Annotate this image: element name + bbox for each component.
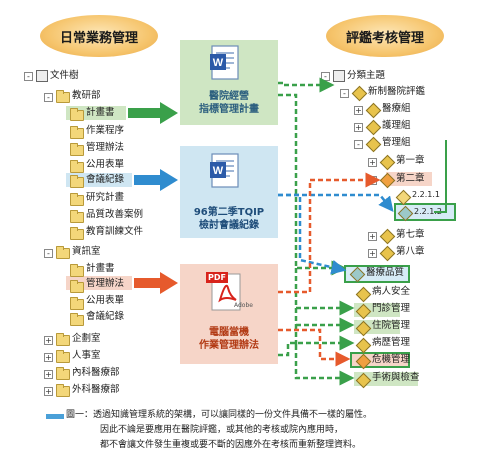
- tree-item-chapter8[interactable]: 第八章: [396, 246, 425, 257]
- green-line-2: [278, 93, 347, 276]
- pdf-doc-icon: [206, 272, 241, 311]
- green-line-5: [294, 345, 355, 386]
- tree-item-forms[interactable]: 公用表單: [86, 159, 125, 170]
- daily-management-bubble: 日常業務管理: [40, 15, 158, 57]
- tree-item-it-forms[interactable]: 公用表單: [86, 295, 125, 306]
- red-line-2: [278, 328, 351, 367]
- doc-panel-blue: W 96第二季TQIP 檢討會議紀錄: [180, 146, 278, 238]
- tree-item-inpatient[interactable]: 住院管理: [372, 320, 411, 331]
- doc2-title-line2: 檢討會議紀錄: [199, 220, 259, 231]
- tree-item-planning-dept[interactable]: 企劃室: [72, 333, 101, 344]
- highlight-chapter2: [386, 172, 432, 186]
- svg-text:W: W: [213, 57, 224, 69]
- tree-item-admin-group[interactable]: 管理組: [382, 137, 411, 148]
- doc1-title-line2: 指標管理計畫: [199, 104, 259, 115]
- tree-item-plan[interactable]: 計畫書: [86, 107, 115, 118]
- tree-item-quality[interactable]: 醫療品質: [366, 267, 405, 278]
- green-line-1: [278, 77, 335, 93]
- daily-management-label: 日常業務管理: [59, 30, 138, 46]
- caption-line3: 都不會讓文件發生重複或要不斷的因應外在考核而重新整理資料。: [100, 440, 362, 450]
- caption-marker: [46, 414, 64, 419]
- tree-item-surgery-exam[interactable]: 手術與檢查: [372, 372, 420, 383]
- tree-item-chapter1[interactable]: 第一章: [396, 155, 425, 166]
- tree-item-accreditation[interactable]: 新制醫院評鑑: [368, 86, 426, 97]
- tree-item-chapter2[interactable]: 第二章: [396, 173, 425, 184]
- highlight-surgery-check: [354, 372, 418, 386]
- tree-item-research-dept[interactable]: 教研部: [72, 90, 101, 101]
- tree-item-2212[interactable]: 2.2.1.2: [414, 207, 442, 216]
- tree-item-records[interactable]: 病歷管理: [372, 337, 411, 348]
- tree-item-it-rules[interactable]: 管理辦法: [86, 278, 125, 289]
- tree-item-crisis[interactable]: 危機管理: [372, 354, 411, 365]
- tree-item-medical-group[interactable]: 醫療組: [382, 103, 411, 114]
- tree-item-research-plan[interactable]: 研究計畫: [86, 192, 125, 203]
- caption-line2: 因此不論是要應用在醫院評鑑，或其他的考核或院內應用時，: [100, 425, 344, 435]
- green-line-7: [434, 140, 447, 213]
- tree-item-patient-safety[interactable]: 病人安全: [372, 286, 411, 297]
- doc3-title-line1: 電腦當機: [209, 327, 249, 338]
- tree-item-it-meeting[interactable]: 會議紀錄: [86, 311, 125, 322]
- svg-text:W: W: [213, 165, 224, 177]
- tree-item-it-plan[interactable]: 計畫書: [86, 263, 115, 274]
- doc2-title-line1: 96第二季TQIP: [193, 207, 265, 218]
- tree-item-internal-med[interactable]: 內科醫療部: [72, 367, 120, 378]
- arrow-rules-to-doc3: [134, 272, 178, 294]
- doc-panel-red: PDF Adobe 電腦當機 作業管理辦法: [180, 264, 278, 364]
- tree-item-rules[interactable]: 管理辦法: [86, 142, 125, 153]
- left-root-icon: [36, 70, 48, 82]
- evaluation-management-label: 評鑑考核管理: [345, 30, 424, 46]
- left-tree-root[interactable]: 文件樹: [50, 70, 79, 81]
- tree-item-chapter7[interactable]: 第七章: [396, 229, 425, 240]
- tree-item-surgery[interactable]: 外科醫療部: [72, 384, 120, 395]
- red-line-1: [278, 172, 381, 294]
- right-root-icon: [333, 70, 345, 82]
- doc3-title-line2: 作業管理辦法: [199, 340, 259, 351]
- pdf-badge: PDF: [208, 273, 226, 282]
- evaluation-management-bubble: 評鑑考核管理: [326, 15, 444, 57]
- tree-item-nursing-group[interactable]: 護理組: [382, 120, 411, 131]
- right-tree-root[interactable]: 分類主題: [347, 70, 386, 81]
- tree-item-hr-dept[interactable]: 人事室: [72, 350, 101, 361]
- word-doc-icon: W: [210, 45, 239, 80]
- tree-item-outpatient[interactable]: 門診管理: [372, 303, 411, 314]
- green-line-8: [278, 335, 355, 357]
- adobe-brand: Adobe: [234, 302, 253, 309]
- tree-item-quality-cases[interactable]: 品質改善案例: [86, 209, 144, 220]
- tree-item-it-dept[interactable]: 資訊室: [72, 246, 101, 257]
- arrow-plan-to-doc1: [128, 102, 178, 124]
- doc1-title-line1: 醫院經營: [209, 91, 249, 102]
- blue-line-2: [278, 193, 394, 212]
- tree-item-meeting[interactable]: 會議紀錄: [86, 174, 125, 185]
- word-doc-icon: W: [210, 153, 239, 188]
- doc-panel-green: W 醫院經營 指標管理計畫: [180, 40, 278, 125]
- caption-line1: 圖一：透過知識管理系統的架構，可以讓同樣的一份文件具備不一樣的屬性。: [66, 410, 373, 420]
- arrow-meeting-to-doc2: [134, 169, 178, 191]
- tree-item-procedure[interactable]: 作業程序: [86, 125, 125, 136]
- tree-item-training[interactable]: 教育訓練文件: [86, 226, 144, 237]
- tree-item-2211[interactable]: 2.2.1.1: [412, 190, 440, 199]
